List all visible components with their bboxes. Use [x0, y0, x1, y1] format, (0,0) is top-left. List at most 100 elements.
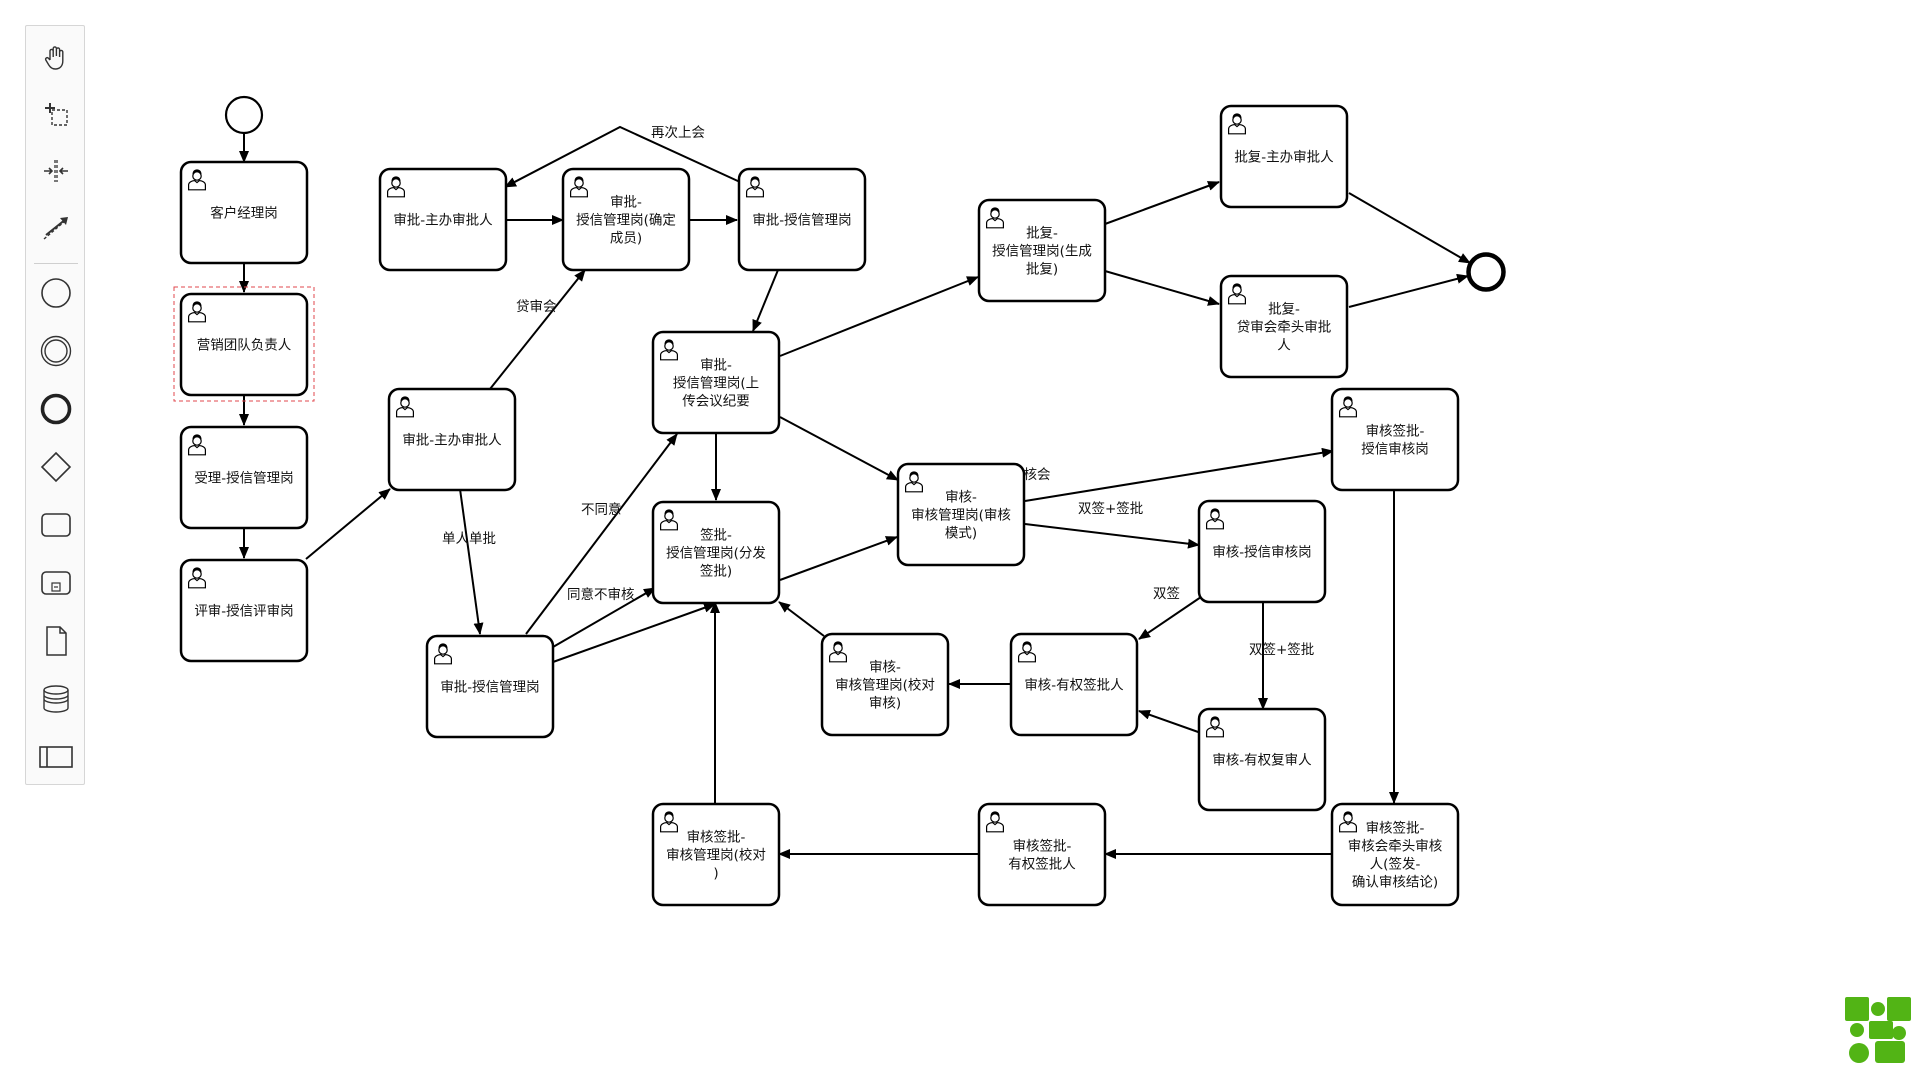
task-spsx_top[interactable]: 审批-授信管理岗 — [737, 167, 867, 272]
flow-spzb2-spsxlow[interactable] — [459, 488, 484, 635]
task-spzb2[interactable]: 审批-主办审批人 — [387, 387, 517, 492]
flow-pfsc-pfzb[interactable] — [1104, 181, 1220, 225]
task-box[interactable] — [977, 198, 1107, 303]
flow-label-dsh[interactable]: 贷审会 — [516, 299, 557, 315]
task-box[interactable] — [387, 387, 517, 492]
data-store-icon[interactable] — [34, 677, 78, 721]
flow-shms-shsx[interactable] — [1024, 523, 1200, 549]
space-tool-icon[interactable] — [34, 149, 78, 193]
tool-palette — [25, 25, 85, 785]
task-label-line: 授信管理岗(分发 — [666, 546, 766, 562]
task-label-line: 审核) — [869, 696, 901, 712]
task-box[interactable] — [425, 634, 555, 739]
flow-spsxlow-spsc-disagree[interactable] — [525, 433, 678, 635]
task-label-line: 审核签批- — [1366, 820, 1425, 837]
task-spzb1[interactable]: 审批-主办审批人 — [378, 167, 508, 272]
task-khjl[interactable]: 客户经理岗 — [179, 160, 309, 265]
flow-label-zcsh[interactable]: 再次上会 — [651, 125, 705, 141]
flow-shms-shqsh[interactable] — [1024, 447, 1334, 502]
task-box[interactable] — [179, 425, 309, 530]
flow-shfs-shyq[interactable] — [1138, 709, 1202, 734]
flow-spsxlow-qpff-agree[interactable] — [552, 587, 656, 648]
task-shyq[interactable]: 审核-有权签批人 — [1009, 632, 1139, 737]
task-icon[interactable] — [34, 503, 78, 547]
flow-label-sq[interactable]: 双签 — [1153, 585, 1181, 602]
flow-label-drdp[interactable]: 单人单批 — [442, 531, 496, 547]
task-box[interactable] — [651, 500, 781, 605]
flow-label-sqqp2[interactable]: 双签+签批 — [1249, 641, 1314, 658]
flow-spsc-shms[interactable] — [779, 416, 899, 481]
task-box[interactable] — [1197, 499, 1327, 604]
task-box[interactable] — [977, 802, 1107, 907]
task-qpyq[interactable]: 审核签批-有权签批人 — [977, 802, 1107, 907]
task-shqsh[interactable]: 审核签批-授信审核岗 — [1330, 387, 1460, 492]
start-event[interactable] — [224, 95, 264, 135]
task-label-line: 审核-有权签批人 — [1024, 677, 1124, 694]
data-object-icon[interactable] — [34, 619, 78, 663]
participant-icon[interactable] — [34, 735, 78, 779]
task-sl[interactable]: 受理-授信管理岗 — [179, 425, 309, 530]
task-spsx_low[interactable]: 审批-授信管理岗 — [425, 634, 555, 739]
task-box[interactable] — [1197, 707, 1327, 812]
lasso-tool-icon[interactable] — [34, 92, 78, 136]
bpmn-io-logo[interactable] — [1843, 995, 1913, 1065]
task-box[interactable] — [651, 330, 781, 435]
flow-spsxtop-spzb1-loop[interactable] — [504, 125, 741, 188]
flow-spsxlow-qpff[interactable] — [552, 603, 716, 663]
task-shsx[interactable]: 审核-授信审核岗 — [1197, 499, 1327, 604]
task-label-line: 审核签批- — [687, 829, 746, 846]
task-box[interactable] — [179, 160, 309, 265]
task-box[interactable] — [179, 292, 309, 397]
task-box[interactable] — [1330, 387, 1460, 492]
flow-ps-spzb2[interactable] — [305, 488, 391, 560]
end-event[interactable] — [1466, 252, 1506, 292]
task-box[interactable] — [651, 802, 781, 907]
task-box[interactable] — [1009, 632, 1139, 737]
task-box[interactable] — [1330, 802, 1460, 907]
task-shfs[interactable]: 审核-有权复审人 — [1197, 707, 1327, 812]
flow-pfqt-end[interactable] — [1348, 273, 1469, 308]
flow-shsx-shyq[interactable] — [1138, 596, 1202, 640]
flow-label-sqqp1[interactable]: 双签+签批 — [1078, 500, 1143, 517]
subprocess-icon[interactable] — [34, 561, 78, 605]
task-shqdsc[interactable]: 审核签批-审核管理岗(校对) — [651, 802, 781, 907]
flow-pfzb-end[interactable] — [1348, 192, 1471, 264]
flow-spsxtop-spsc[interactable] — [752, 269, 779, 332]
flow-spsc-pfsc[interactable] — [779, 276, 979, 357]
flow-shjd-qpff[interactable] — [778, 601, 825, 637]
task-yxtd[interactable]: 营销团队负责人 — [179, 292, 309, 397]
intermediate-event-icon[interactable] — [34, 329, 78, 373]
flow-label-tybsh[interactable]: 同意不审核 — [567, 586, 635, 603]
task-box[interactable] — [737, 167, 867, 272]
task-box[interactable] — [820, 632, 950, 737]
task-pfzb[interactable]: 批复-主办审批人 — [1219, 104, 1349, 209]
task-label-line: 批复- — [1268, 301, 1300, 318]
flow-label-bty[interactable]: 不同意 — [581, 501, 622, 518]
hand-tool-icon[interactable] — [34, 36, 78, 80]
gateway-icon[interactable] — [34, 445, 78, 489]
flow-spzb2-spqd[interactable] — [489, 269, 586, 390]
task-label-line: 审核-授信审核岗 — [1212, 545, 1311, 561]
start-event-icon[interactable] — [34, 271, 78, 315]
task-label-line: 人 — [1277, 338, 1291, 354]
task-box[interactable] — [179, 558, 309, 663]
task-box[interactable] — [1219, 274, 1349, 379]
flow-pfsc-pfqt[interactable] — [1104, 270, 1220, 306]
task-box[interactable] — [1219, 104, 1349, 209]
task-ps[interactable]: 评审-授信评审岗 — [179, 558, 309, 663]
task-box[interactable] — [561, 167, 691, 272]
task-box[interactable] — [378, 167, 508, 272]
task-box[interactable] — [896, 462, 1026, 567]
task-label-line: 批复- — [1026, 225, 1058, 242]
end-event-icon[interactable] — [34, 387, 78, 431]
flow-qpff-shms[interactable] — [779, 536, 898, 581]
global-connect-tool-icon[interactable] — [34, 206, 78, 250]
